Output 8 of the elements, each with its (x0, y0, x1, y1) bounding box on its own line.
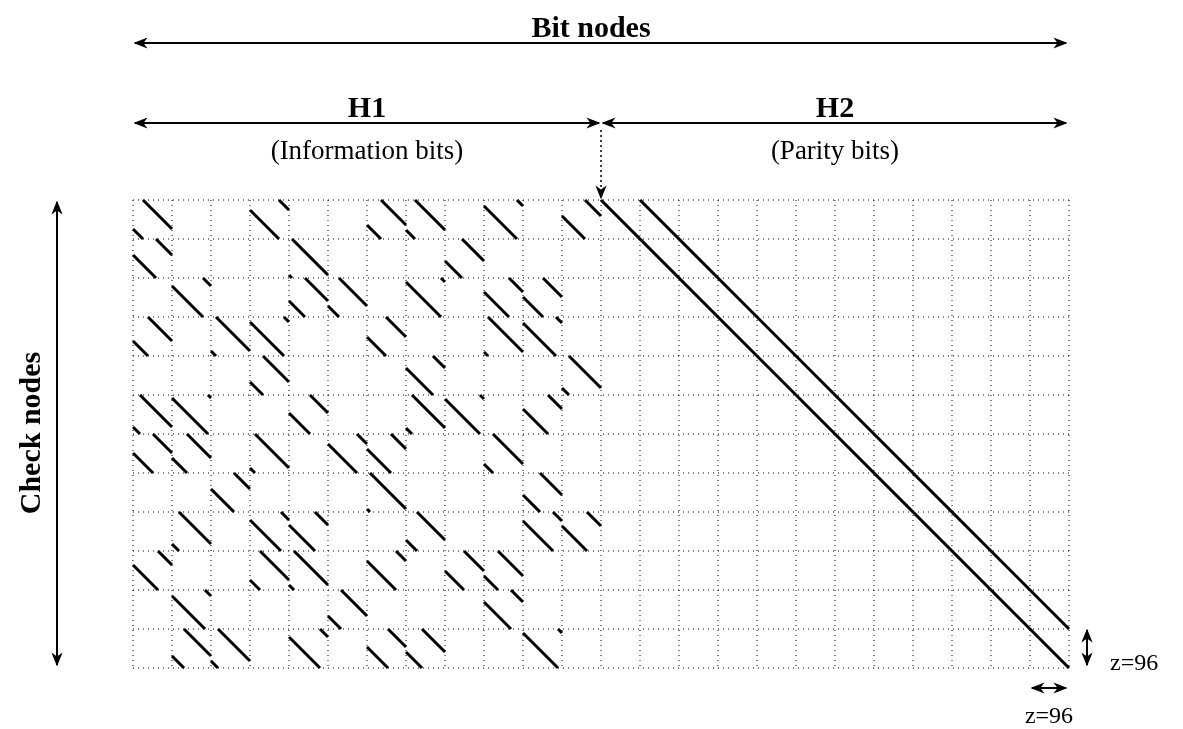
section-subtitle: (Parity bits) (770, 137, 900, 164)
block-size-label: z=96 (1110, 650, 1159, 674)
section-subtitle: (Information bits) (270, 137, 464, 164)
axis-title: Check nodes (15, 351, 45, 515)
axis-title: Bit nodes (531, 12, 651, 42)
section-title: H1 (347, 92, 387, 122)
section-title: H2 (815, 92, 855, 122)
block-size-label: z=96 (1024, 703, 1074, 727)
